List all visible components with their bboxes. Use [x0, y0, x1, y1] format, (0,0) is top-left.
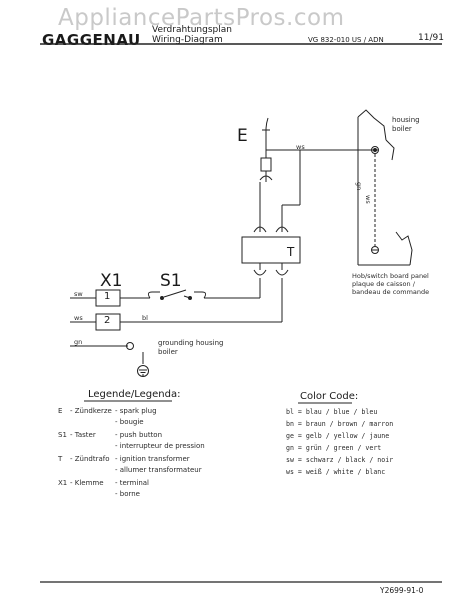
color-code-row: ws = weiß / white / blanc	[286, 468, 386, 476]
wire-sw-label: sw	[74, 290, 83, 298]
switch-s1-symbol	[147, 289, 260, 300]
legend-code: E	[58, 407, 63, 415]
color-code-row: ge = gelb / yellow / jaune	[286, 432, 390, 440]
title-line-2: Wiring-Diagram	[152, 35, 223, 45]
model-number: VG 832-010 US / ADN	[308, 36, 384, 44]
legend-en: - terminal	[115, 479, 149, 487]
watermark-text: AppliancePartsPros.com	[58, 5, 345, 31]
legend-en: - spark plug	[115, 407, 157, 415]
connector-bottom	[253, 263, 289, 320]
legend-en: - borne	[115, 490, 140, 498]
housing-label-1: housing	[392, 116, 420, 124]
title-line-1: Verdrahtungsplan	[152, 25, 232, 35]
color-code-title: Color Code:	[300, 391, 359, 402]
vertical-ws-label: ws	[364, 195, 372, 204]
legend-de: - Taster	[70, 431, 96, 439]
color-code-row: bl = blau / blue / bleu	[286, 408, 378, 416]
legend-en: - interrupteur de pression	[115, 442, 205, 450]
legend-en: - allumer transformateur	[115, 466, 202, 474]
wire-gn-label: gn	[74, 338, 83, 346]
label-E: E	[237, 126, 248, 146]
housing-label-2: boiler	[392, 125, 412, 133]
legend-en: - ignition transformer	[115, 455, 190, 463]
color-code-row: bn = braun / brown / marron	[286, 420, 394, 428]
housing-boiler-panel	[357, 109, 413, 266]
date-code: 11/91	[418, 33, 444, 43]
spark-plug-symbol	[259, 117, 273, 182]
legend-title: Legende/Legenda:	[88, 389, 181, 400]
legend-code: T	[58, 455, 63, 463]
connector-top	[253, 150, 301, 233]
legend-de: - Klemme	[70, 479, 104, 487]
label-X1: X1	[100, 271, 123, 291]
terminal-1-label: 1	[104, 291, 111, 302]
panel-label-3: bandeau de commande	[352, 288, 430, 296]
legend-code: X1	[58, 479, 68, 487]
legend-de: - Zündtrafo	[70, 455, 110, 463]
legend-en: - bougie	[115, 418, 144, 426]
color-code-row: gn = grün / green / vert	[286, 444, 382, 452]
document-number: Y2699-91-0	[380, 586, 424, 595]
label-T: T	[287, 245, 295, 259]
grounding-label-2: boiler	[158, 348, 178, 356]
grounding-label-1: grounding housing	[158, 339, 224, 347]
ground-symbol	[126, 342, 149, 377]
color-code-row: sw = schwarz / black / noir	[286, 456, 394, 464]
label-S1: S1	[160, 271, 182, 291]
legend-en: - push button	[115, 431, 163, 439]
wire-bl-label: bl	[142, 314, 148, 322]
legend-code: S1	[58, 431, 67, 439]
wire-ws-label: ws	[74, 314, 83, 322]
transformer-box	[241, 236, 301, 264]
panel-label-1: Hob/switch board panel	[352, 272, 429, 280]
panel-label-2: plaque de caisson /	[352, 280, 415, 288]
wire-ws-top-label: ws	[296, 143, 305, 151]
legend-de: - Zündkerze	[70, 407, 112, 415]
terminal-2-label: 2	[104, 315, 111, 326]
vertical-gn-label: gn	[355, 182, 363, 191]
